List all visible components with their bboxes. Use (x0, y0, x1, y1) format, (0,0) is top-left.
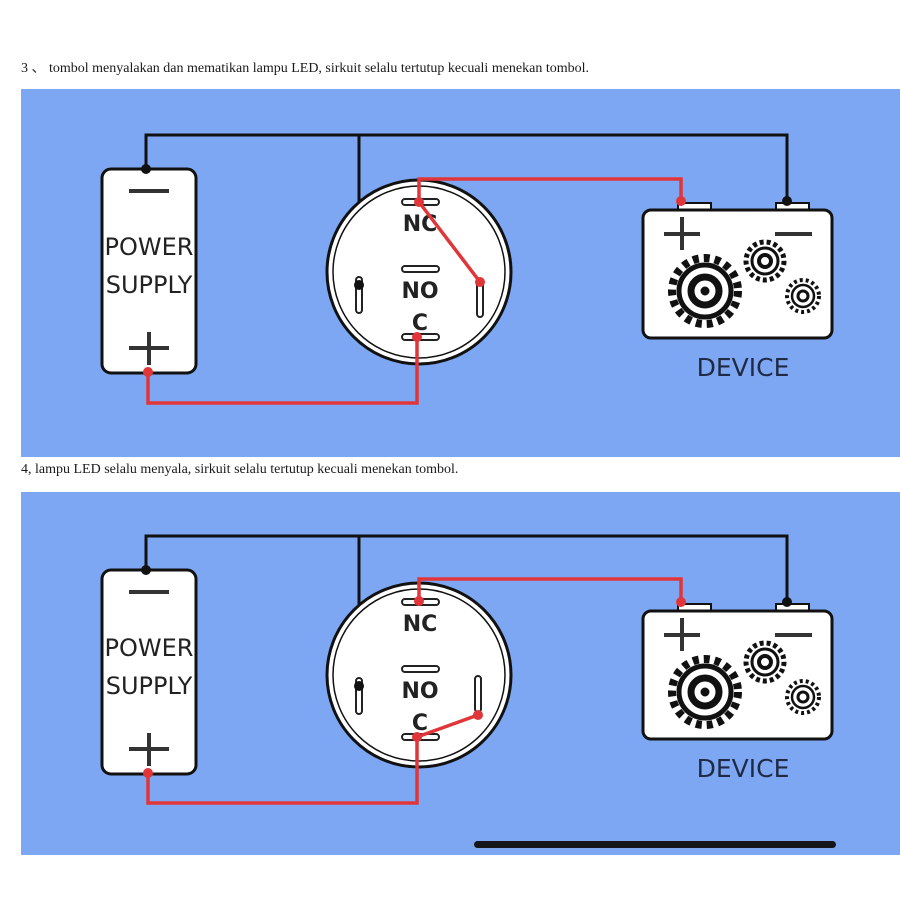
device-battery: DEVICE (641, 196, 834, 382)
plus-icon (129, 733, 169, 766)
no-terminal (401, 265, 440, 273)
wiring-diagram-3: POWER SUPPLY NC NO C (21, 89, 900, 457)
no-terminal (401, 665, 440, 673)
diagram-3-caption: 3 、 tombol menyalakan dan mematikan lamp… (21, 61, 590, 76)
plus-icon (664, 217, 700, 250)
power-label-line1: POWER (105, 233, 194, 261)
red-junction-dots (143, 596, 686, 778)
terminal-dot (141, 164, 151, 174)
gear-icon (743, 640, 787, 684)
nc-label: NC (403, 612, 438, 637)
plus-icon (129, 332, 169, 365)
device-battery: DEVICE (641, 597, 834, 783)
c-label: C (412, 711, 428, 736)
wiring-diagram-4: POWER SUPPLY NC NO C (21, 492, 900, 855)
no-label: NO (401, 679, 438, 704)
device-label: DEVICE (697, 754, 790, 783)
power-label-line1: POWER (105, 634, 194, 662)
gear-icon (785, 679, 821, 715)
gear-icon (668, 655, 742, 729)
led-terminal-right (474, 675, 482, 713)
gear-icon (785, 278, 821, 314)
c-label: C (412, 311, 428, 336)
nc-label: NC (403, 212, 438, 237)
gear-icon (743, 239, 787, 283)
red-junction-dots (143, 196, 686, 377)
power-supply: POWER SUPPLY (100, 565, 198, 776)
home-indicator-bar[interactable] (474, 841, 836, 848)
gear-icon (668, 254, 742, 328)
power-supply: POWER SUPPLY (100, 164, 198, 375)
power-label-line2: SUPPLY (106, 271, 193, 299)
diagram-4-caption: 4, lampu LED selalu menyala, sirkuit sel… (21, 462, 459, 477)
plus-icon (664, 618, 700, 651)
red-wire (146, 577, 683, 805)
no-label: NO (401, 279, 438, 304)
power-label-line2: SUPPLY (106, 672, 193, 700)
device-label: DEVICE (697, 353, 790, 382)
red-wire (146, 177, 683, 405)
